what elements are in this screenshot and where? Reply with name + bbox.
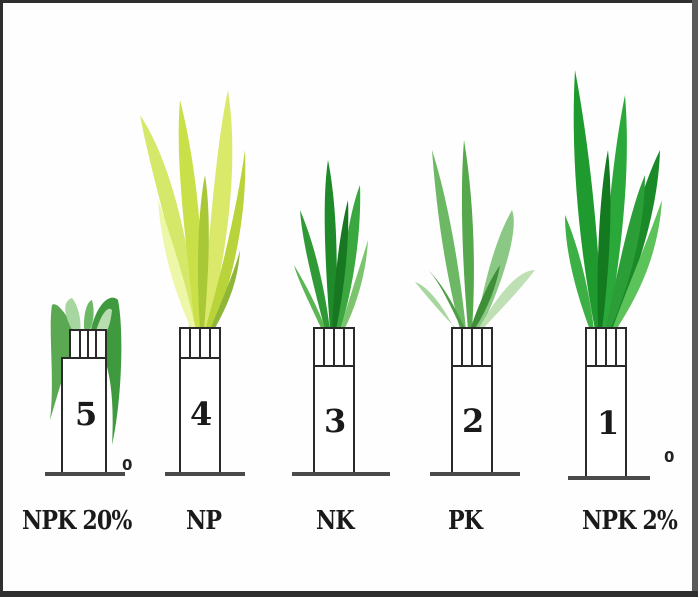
plant-5: 5 0 (45, 298, 132, 474)
plant-label-1: NPK 2% (582, 506, 677, 536)
pot-2: 2 (430, 328, 520, 474)
plant-label-3: NK (316, 506, 354, 536)
plant-label-4: NP (186, 506, 221, 536)
pot-number: 3 (324, 402, 346, 440)
plant-3: 3 (292, 160, 390, 474)
pot-1: 1 (568, 328, 650, 478)
pot-number: 4 (190, 395, 212, 433)
pot-number: 1 (597, 404, 619, 442)
plant-3-leaves (294, 160, 368, 330)
pot-3: 3 (292, 328, 390, 474)
pot-number: 5 (75, 395, 97, 433)
plant-4-leaves (140, 90, 245, 330)
side-mark-right: 0 (664, 448, 674, 466)
plant-4: 4 (140, 90, 245, 474)
plant-label-2: PK (448, 506, 482, 536)
pot-number: 2 (462, 402, 484, 440)
plant-1-leaves (565, 70, 662, 330)
plant-2-leaves (415, 140, 535, 330)
side-mark-left: 0 (122, 456, 132, 474)
plant-2: 2 (415, 140, 535, 474)
pot-4: 4 (165, 328, 245, 474)
plant-1: 1 0 (565, 70, 674, 478)
plant-label-5: NPK 20% (22, 506, 132, 536)
leaf (462, 140, 474, 330)
